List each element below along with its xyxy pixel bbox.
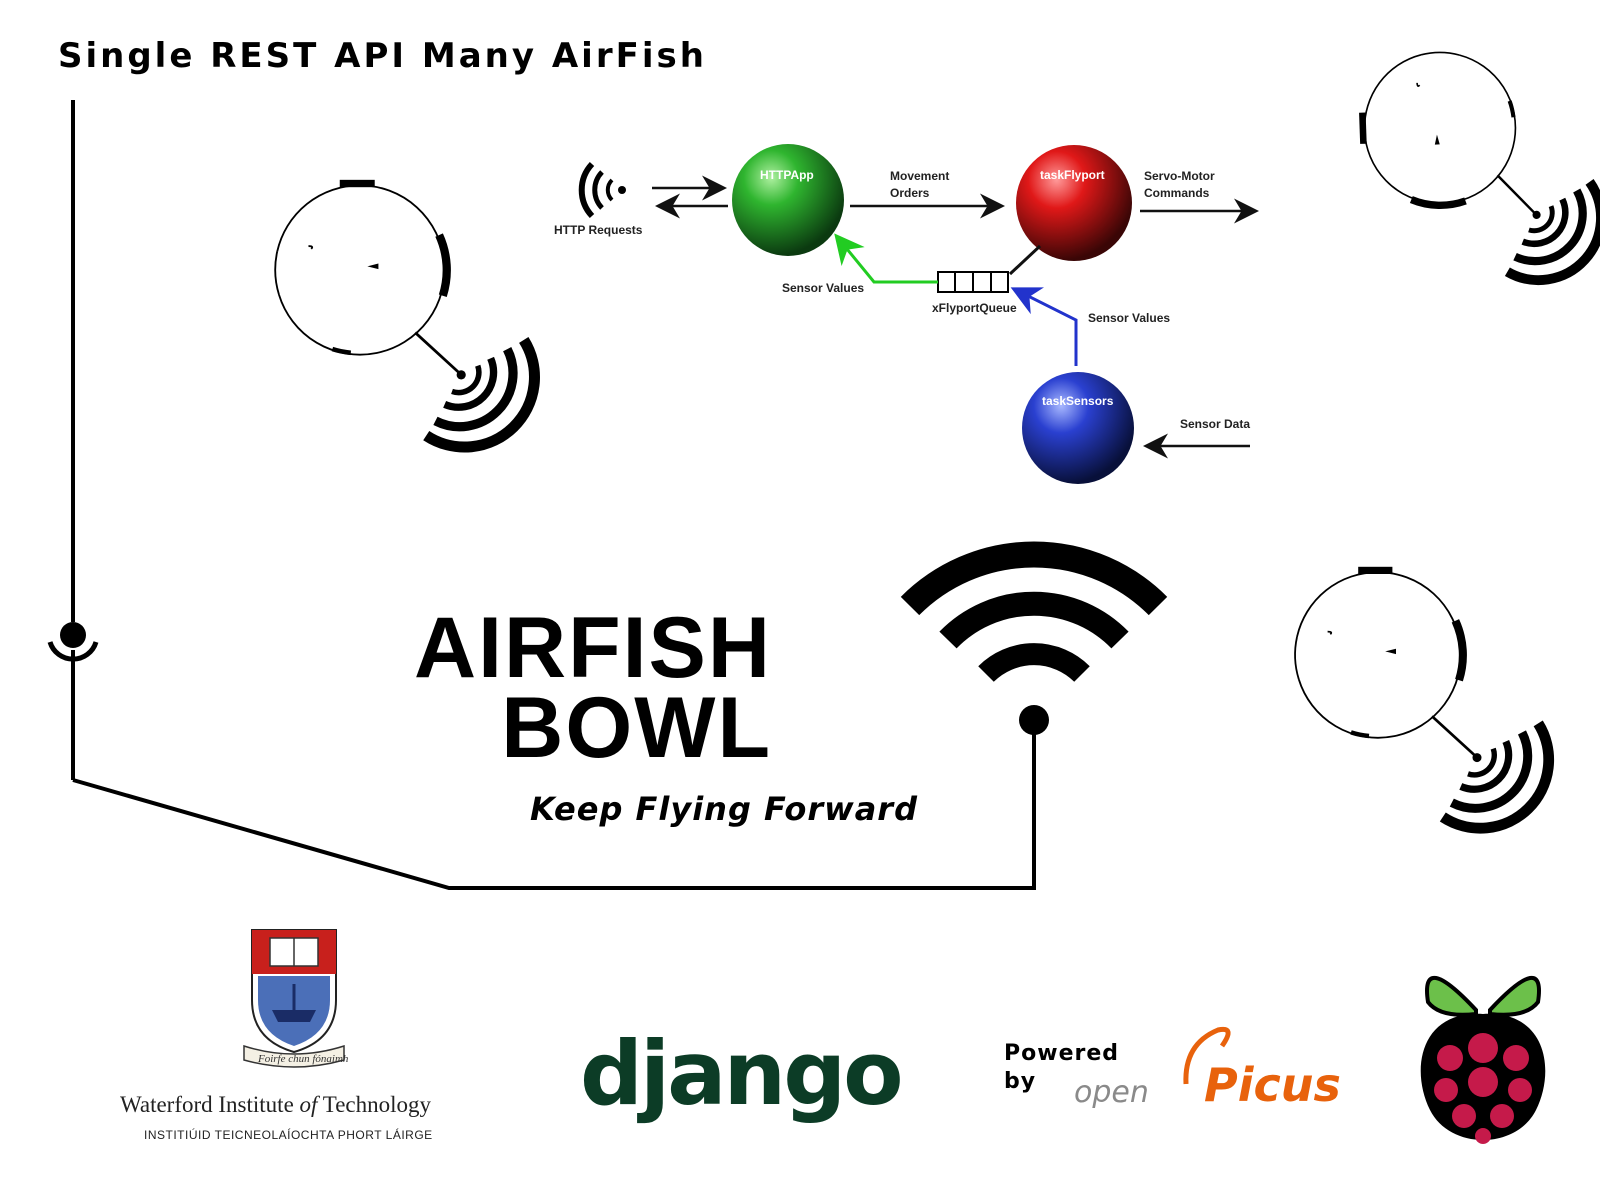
airfish-icon xyxy=(1357,47,1600,286)
openpicus-picus: Picus xyxy=(1204,1058,1341,1112)
node-tasksensors-label: taskSensors xyxy=(1042,394,1114,408)
wit-subtitle: INSTITIÚID TEICNEOLAÍOCHTA PHORT LÁIRGE xyxy=(144,1128,433,1142)
queue-xflyportqueue xyxy=(937,271,1009,293)
django-logo: django xyxy=(580,1022,904,1125)
label-commands: Commands xyxy=(1144,186,1210,200)
task-diagram: HTTP Requests HTTPApp Movement Orders ta… xyxy=(554,144,1259,484)
connector-lines xyxy=(47,100,1036,890)
openpicus-open: open xyxy=(1074,1075,1149,1110)
http-wifi-icon xyxy=(578,161,626,219)
node-httpapp xyxy=(732,144,844,256)
airfish-icon xyxy=(1295,567,1549,828)
node-taskflyport-label: taskFlyport xyxy=(1040,168,1105,182)
airfish-icon xyxy=(275,180,534,447)
wit-name-of: of xyxy=(299,1092,318,1117)
by-label: by xyxy=(1004,1069,1037,1094)
openpicus-swoosh xyxy=(1183,1026,1231,1085)
page-title: Single REST API Many AirFish xyxy=(58,36,707,76)
wit-crest: Foirfe chun fónaimh xyxy=(243,929,349,1068)
raspberry-pi-logo xyxy=(1420,975,1546,1144)
label-servo: Servo-Motor xyxy=(1144,169,1215,183)
powered-label: Powered xyxy=(1004,1041,1120,1066)
node-httpapp-label: HTTPApp xyxy=(760,168,814,182)
label-sensor-values-right: Sensor Values xyxy=(1088,311,1170,325)
wit-name-pre: Waterford Institute xyxy=(120,1092,300,1117)
label-queue: xFlyportQueue xyxy=(932,301,1017,315)
logo-line1: AIRFISH xyxy=(414,600,772,696)
label-sensor-values-left: Sensor Values xyxy=(782,281,864,295)
label-orders: Orders xyxy=(890,186,930,200)
label-http-requests: HTTP Requests xyxy=(554,223,643,237)
wit-motto: Foirfe chun fónaimh xyxy=(257,1053,349,1065)
wit-name: Waterford Institute of Technology xyxy=(120,1092,431,1118)
label-movement: Movement xyxy=(890,169,949,183)
tagline: Keep Flying Forward xyxy=(530,790,918,828)
node-tasksensors xyxy=(1022,372,1134,484)
airfish-bowl-logo: AIRFISH BOWL xyxy=(312,600,772,776)
powered-by: Powered by xyxy=(1004,1040,1119,1096)
node-taskflyport xyxy=(1016,145,1132,261)
logo-line2: BOWL xyxy=(501,680,772,776)
wifi-icon xyxy=(900,541,1168,735)
label-sensor-data: Sensor Data xyxy=(1180,417,1250,431)
wit-name-post: Technology xyxy=(317,1092,432,1117)
